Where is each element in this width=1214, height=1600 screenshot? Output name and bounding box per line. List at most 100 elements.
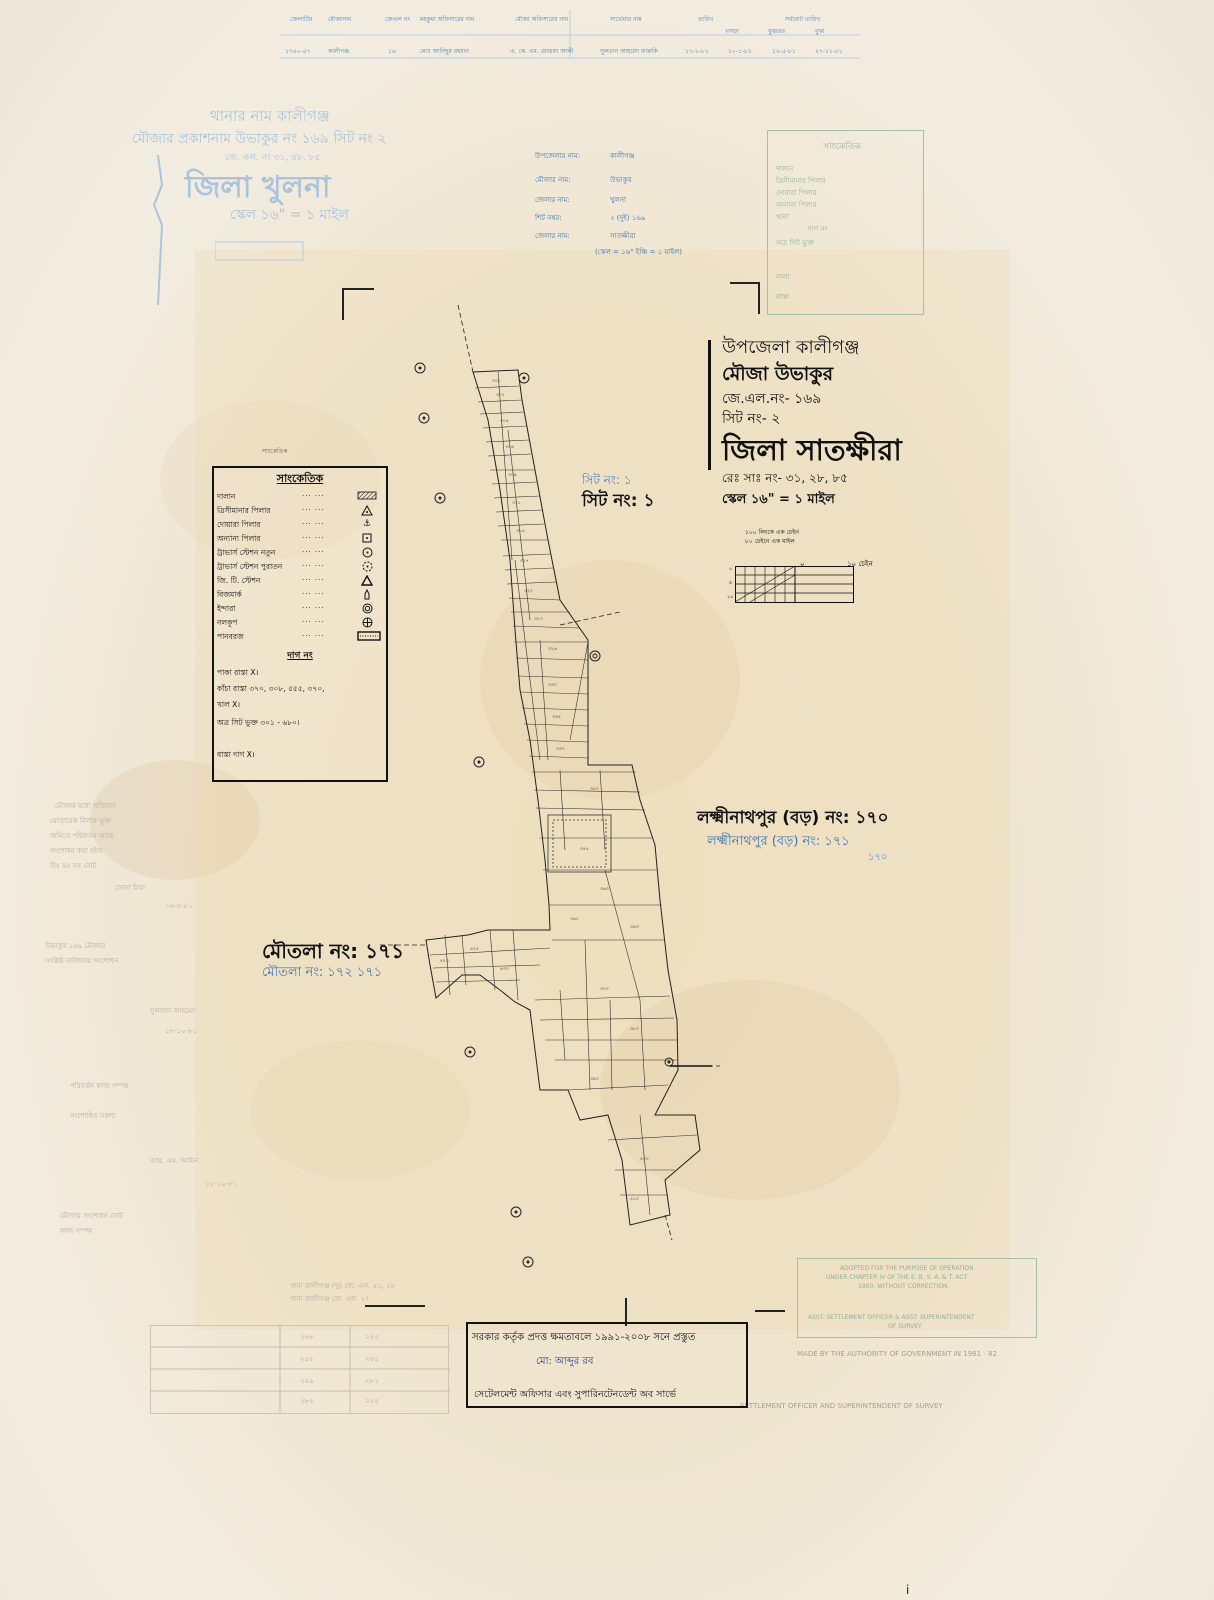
svg-text:৩১১: ৩১১ — [512, 501, 521, 506]
scale-note-line: ৮০ চেইনে এক মাইল — [745, 538, 795, 545]
mouza-boundary — [425, 369, 701, 1226]
sheet-number: সিট নং- ২ — [722, 411, 781, 427]
faded-note: জমিতে পরিবর্তন আছে — [50, 832, 114, 840]
svg-text:৪৩০: ৪৩০ — [500, 967, 509, 972]
scale-note: ১০০ লিংকে এক চেইন ৮০ চেইনে এক মাইল — [745, 528, 799, 546]
faded-legend-row: অত্র সিট ভুক্ত — [776, 239, 815, 247]
double-circle-icon — [357, 603, 377, 617]
overlay-sheet — [195, 250, 1010, 1330]
plot-lines — [429, 371, 698, 1216]
laxminathpur-label: লক্ষ্মীনাথপুর (বড়) নং: ১৭০ — [697, 808, 889, 828]
svg-text:৩৮০: ৩৮০ — [630, 1027, 639, 1032]
faded-legend-row: দোয়ারা পিলার — [776, 189, 817, 197]
dag-row: কাঁচা রাস্তা ৩৭০, ৩০৮, ৫৫৫, ৩৭০, — [217, 684, 325, 693]
paper-stain — [160, 400, 380, 560]
faded-table-cell: ২৫৫ — [365, 1355, 379, 1363]
faded-note: মোতাবেক বিলাব ভুক্ত — [50, 817, 112, 825]
triangle-icon — [357, 574, 377, 589]
paper-stain — [600, 980, 900, 1200]
paper-stain — [480, 560, 740, 800]
header-label: বুঝারত — [768, 28, 786, 35]
svg-text:৩৩০: ৩৩০ — [548, 683, 557, 688]
scale-note-line: ১০০ লিংকে এক চেইন — [745, 529, 799, 536]
faded-legend-row: নালা — [776, 273, 790, 281]
faded-note: আর. এম. আমিন — [150, 1157, 199, 1165]
svg-text:৩৯০: ৩৯০ — [590, 1077, 599, 1082]
faded-table-row: থানা কালীগঞ্জ (খু) জে. এল. ৫১, ৫৮ — [290, 1282, 396, 1290]
traverse-stations — [414, 362, 674, 1268]
faded-table-cell: ২৮৮ — [300, 1333, 314, 1341]
dashed-boundary — [380, 304, 720, 1241]
moutala-label: মৌতলা নং: ১৭১ — [262, 939, 405, 963]
old-title-mouza: মৌজার প্রকাশনাম উভাকুর নং ১৬৯ সিট নং ২ — [132, 131, 387, 147]
faded-table-cell: ২৮৫ — [300, 1397, 314, 1405]
svg-text:৩২০: ৩২০ — [524, 589, 533, 594]
paper-stain — [250, 1040, 470, 1180]
faded-adjacent-table: থানা কালীগঞ্জ (খু) জে. এল. ৫১, ৫৮ থানা ক… — [150, 1282, 450, 1415]
legend-row-traverse-new: ট্রাভার্স স্টেশন নতুন... ... — [217, 546, 383, 560]
faded-note: ১৬-৫-৮১ — [165, 902, 193, 910]
old-title-district: জিলা খুলনা — [185, 170, 331, 205]
certification-box: সরকার কর্তৃক প্রদত্ত ক্ষমতাবলে ১৯৯১-২০০৮… — [466, 1322, 748, 1408]
faded-note: সোনা মিয়া — [115, 884, 145, 892]
adoption-stamp: ADOPTED FOR THE PURPOSE OF OPERATION UND… — [797, 1258, 1037, 1338]
header-label: মহকুমা অফিসারের নাম — [420, 16, 475, 23]
stamp-line: UNDER CHAPTER IV OF THE E. B. S. A. & T.… — [826, 1274, 968, 1281]
crop-mark — [755, 1310, 785, 1332]
faded-table-cell: ২৮২ — [365, 1377, 379, 1385]
stamp-line: ADOPTED FOR THE PURPOSE OF OPERATION — [840, 1265, 974, 1272]
faded-legend-row: দালান — [776, 165, 794, 173]
circle-cross-icon — [357, 617, 377, 631]
dag-row: অত্র সিট ভুক্ত ৩০১ - ৬৮০। — [217, 718, 300, 727]
scale-left-tick: ০ — [729, 566, 733, 572]
svg-text:৩০৪: ৩০৪ — [500, 419, 509, 424]
crop-mark — [625, 1298, 629, 1326]
info-row: (স্কেল = ১৬" ইঞ্চি = ১ মাইল) — [595, 248, 683, 256]
faded-legend-row: বাস্তা — [776, 293, 789, 301]
header-label: বুঝা — [815, 28, 825, 35]
laxminathpur-blue-number: ১৭০ — [868, 852, 888, 863]
header-label: তারিখ — [698, 16, 714, 23]
header-value: মোঃ আনিছুর রহমান — [420, 48, 469, 55]
dag-row: পাকা রাস্তা X। — [217, 668, 259, 677]
title-block: উপজেলা কালীগঞ্জ মৌজা উভাকুর জে.এল.নং- ১৬… — [708, 330, 968, 510]
faded-note: সংশোধন করা হইল — [50, 847, 103, 855]
header-value: কালীগঞ্জ — [328, 48, 350, 55]
header-value: ১০-১-৮১ — [728, 48, 752, 55]
header-label: মৌজা অফিসারের নাম — [515, 16, 569, 23]
header-label: সার্ভেয়ার নাম — [610, 16, 642, 23]
mouza-title: মৌজা উভাকুর — [722, 363, 834, 385]
stamp-line: OF SURVEY — [888, 1323, 922, 1330]
info-row: জেলার নাম:সাতক্ষীরা — [535, 232, 636, 240]
svg-text:৩৬২: ৩৬২ — [570, 917, 579, 922]
moutala-blue-label: মৌতলা নং: ১৭২ ১৭১ — [262, 965, 383, 980]
square-dot-icon — [357, 533, 377, 546]
svg-text:৪২৫: ৪২৫ — [470, 947, 479, 952]
dag-title: দাগ নং — [287, 651, 313, 661]
crop-mark — [342, 288, 374, 320]
legend-row-doara-pillar: দোয়ারা পিলার... ... ⚓ — [217, 518, 383, 532]
upazila-title: উপজেলা কালীগঞ্জ — [722, 337, 860, 358]
title-bar — [708, 340, 711, 470]
old-title-thana: থানার নাম কালীগঞ্জ — [210, 107, 330, 125]
header-value: সুলতান আহমেদ ফারুকি — [600, 48, 658, 55]
old-title-scale: স্কেল ১৬" = ১ মাইল — [230, 207, 349, 223]
faded-note: উভাকুর ১৬৯ মৌজার — [45, 942, 106, 950]
legend-row-other-pillar: অন্যান্য পিলার... ... — [217, 532, 383, 546]
faded-legend-row: দাগ নং — [808, 225, 828, 233]
faded-note: কাজ সম্পন্ন — [60, 1227, 93, 1235]
officer-title: সেটেলমেন্ট অফিসার এবং সুপারিনটেনডেন্ট অব… — [474, 1389, 677, 1400]
info-row: মৌজার নাম:উভাকুর — [535, 176, 632, 184]
scale-label-zero: ০ — [800, 560, 805, 568]
svg-text:৩১৭: ৩১৭ — [520, 559, 529, 564]
road-outline — [547, 814, 612, 873]
svg-text:৩৩৪: ৩৩৪ — [552, 715, 561, 720]
svg-text:৩০২: ৩০২ — [496, 393, 505, 398]
settlement-officer-line: SETTLEMENT OFFICER AND SUPERINTENDENT OF… — [740, 1402, 943, 1410]
faded-table-cell: ২৫৫ — [300, 1355, 314, 1363]
jl-number: জে.এল.নং- ১৬৯ — [722, 391, 822, 407]
svg-text:৪১০: ৪১০ — [630, 1197, 639, 1202]
header-value: ১৬ — [388, 48, 396, 55]
